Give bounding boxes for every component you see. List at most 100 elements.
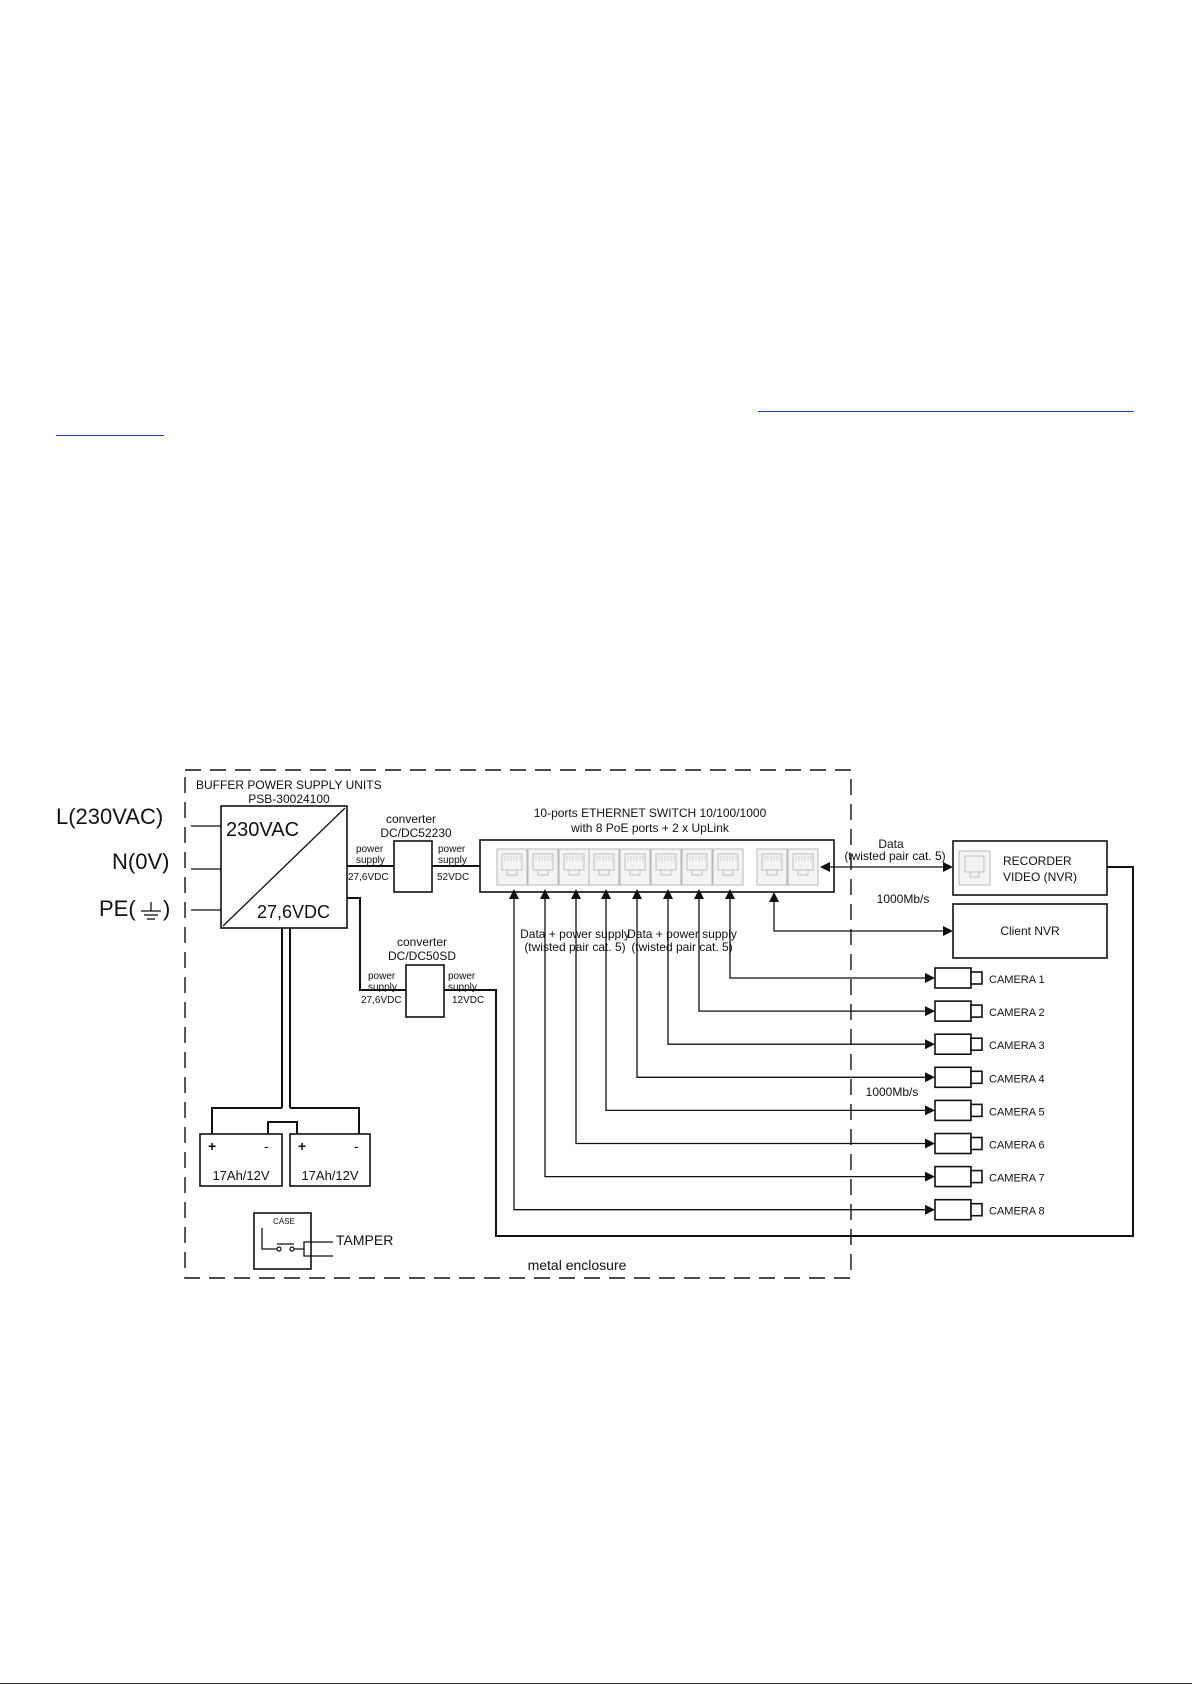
- switch-subtitle: with 8 PoE ports + 2 x UpLink: [570, 821, 730, 835]
- poe-port-2: [527, 848, 559, 886]
- camera-5-body-icon: [934, 1099, 972, 1122]
- psu-output-voltage: 27,6VDC: [257, 902, 330, 922]
- converter-12-label: converter: [397, 935, 447, 949]
- camera-2-wire: [698, 897, 928, 1012]
- recorder-label-2: VIDEO (NVR): [1003, 870, 1077, 884]
- converter-52-out-voltage: 52VDC: [437, 872, 469, 883]
- camera-7-body-icon: [934, 1165, 972, 1188]
- camera-3-wire: [667, 897, 928, 1045]
- cameras: CAMERA 1 CAMERA 2 CAMERA 3 CAMERA 4 CAMERA 5…: [934, 967, 1045, 1221]
- camera-4: CAMERA 4: [934, 1066, 1045, 1089]
- camera-7-label: CAMERA 7: [989, 1173, 1045, 1185]
- camera-5-arrow-icon: [925, 1105, 935, 1116]
- converter-12-box: [405, 964, 445, 1018]
- camera-2: CAMERA 2: [934, 1000, 1045, 1022]
- converter-12-out-label-1: power: [448, 971, 476, 982]
- camera-4-port-arrow-icon: [632, 889, 642, 899]
- camera-2-arrow-icon: [925, 1006, 935, 1017]
- converter-12-out-label-2: supply: [448, 982, 477, 993]
- poe-group-2-label-2: (twisted pair cat. 5): [631, 940, 732, 954]
- camera-7: CAMERA 7: [934, 1165, 1045, 1188]
- camera-4-wire: [636, 897, 928, 1078]
- poe-port-4: [588, 848, 620, 886]
- battery-bridge-wire: [267, 1121, 298, 1134]
- battery-2-minus-wire: [290, 1107, 360, 1134]
- uplink-client-arrow-right-icon: [943, 926, 953, 936]
- camera-3: CAMERA 3: [934, 1033, 1045, 1055]
- battery-1: + - 17Ah/12V: [199, 1133, 283, 1187]
- poe-group-2-label-1: Data + power supply: [627, 927, 737, 941]
- tamper-case-label: CASE: [273, 1217, 295, 1226]
- hyperlink-underline-1[interactable]: [758, 411, 1134, 412]
- poe-port-7: [681, 848, 713, 886]
- camera-8-arrow-icon: [925, 1204, 935, 1215]
- camera-1-arrow-icon: [925, 973, 935, 983]
- camera-6-body-icon: [934, 1132, 972, 1155]
- page-bottom-rule: [0, 1683, 1192, 1684]
- converter-12-in-voltage: 27,6VDC: [361, 995, 402, 1006]
- converter-52-label: converter: [386, 812, 436, 826]
- camera-8-wire: [513, 897, 928, 1211]
- battery-1-capacity: 17Ah/12V: [212, 1168, 269, 1183]
- camera-6: CAMERA 6: [934, 1132, 1045, 1155]
- uplink-client-arrow-up-icon: [769, 892, 779, 902]
- battery-1-plus: +: [208, 1138, 216, 1154]
- converter-52-in-label-2: supply: [356, 855, 385, 866]
- camera-4-body-icon: [934, 1066, 972, 1089]
- poe-group-1-label-2: (twisted pair cat. 5): [524, 940, 625, 954]
- camera-1-body-icon: [934, 967, 972, 989]
- battery-2-capacity: 17Ah/12V: [301, 1168, 358, 1183]
- mains-line-label: L(230VAC): [56, 804, 163, 829]
- earth-symbol-icon: ): [141, 896, 170, 921]
- battery-1-plus-wire: [211, 1107, 282, 1134]
- uplink-speed: 1000Mb/s: [877, 892, 930, 906]
- mains-earth-label: PE(: [99, 896, 136, 921]
- camera-6-label: CAMERA 6: [989, 1140, 1045, 1152]
- converter-12-model: DC/DC50SD: [388, 949, 456, 963]
- camera-8: CAMERA 8: [934, 1198, 1045, 1221]
- battery-1-minus: -: [264, 1138, 269, 1154]
- svg-text:): ): [163, 896, 170, 921]
- camera-7-arrow-icon: [925, 1171, 935, 1182]
- camera-8-label: CAMERA 8: [989, 1206, 1045, 1218]
- hyperlink-underline-2[interactable]: [56, 435, 164, 436]
- camera-5-wire: [605, 897, 928, 1112]
- camera-5-label: CAMERA 5: [989, 1106, 1045, 1118]
- switch-title: 10-ports ETHERNET SWITCH 10/100/1000: [534, 806, 767, 820]
- converter-12-output-wire: [444, 866, 1134, 1237]
- poe-port-6: [650, 848, 682, 886]
- converter-52-out-label-1: power: [438, 844, 466, 855]
- camera-2-label: CAMERA 2: [989, 1007, 1045, 1019]
- camera-3-port-arrow-icon: [663, 889, 673, 899]
- poe-port-3: [558, 848, 590, 886]
- uplink-port-2: [787, 848, 819, 886]
- switch-ports: [496, 848, 819, 886]
- battery-2-minus: -: [354, 1138, 359, 1154]
- poe-port-1: [496, 848, 528, 886]
- tamper-label: TAMPER: [336, 1232, 393, 1248]
- converter-12-in-label-2: supply: [368, 982, 397, 993]
- psu-input-voltage: 230VAC: [226, 819, 299, 841]
- camera-wires: [509, 889, 935, 1215]
- uplink-data-label-1: Data: [878, 837, 904, 851]
- tamper-switch: CASE: [253, 1212, 333, 1270]
- camera-3-label: CAMERA 3: [989, 1040, 1045, 1052]
- psu-title: BUFFER POWER SUPPLY UNITS: [196, 778, 382, 792]
- converter-52-in-voltage: 27,6VDC: [348, 872, 389, 883]
- camera-7-wire: [544, 897, 928, 1178]
- camera-7-port-arrow-icon: [540, 889, 550, 899]
- uplink-to-client-wire: [773, 900, 947, 932]
- camera-6-arrow-icon: [925, 1138, 935, 1149]
- camera-6-port-arrow-icon: [571, 889, 581, 899]
- camera-speed: 1000Mb/s: [866, 1085, 919, 1099]
- camera-8-body-icon: [934, 1198, 972, 1221]
- camera-4-label: CAMERA 4: [989, 1073, 1045, 1085]
- mains-neutral-label: N(0V): [112, 849, 169, 874]
- poe-port-8: [712, 848, 744, 886]
- uplink-arrow-right-icon: [943, 862, 953, 872]
- uplink-port-1: [756, 848, 788, 886]
- camera-1-label: CAMERA 1: [989, 974, 1045, 986]
- psu-to-converter-12-wire: [347, 897, 406, 991]
- converter-52-box: [393, 840, 433, 893]
